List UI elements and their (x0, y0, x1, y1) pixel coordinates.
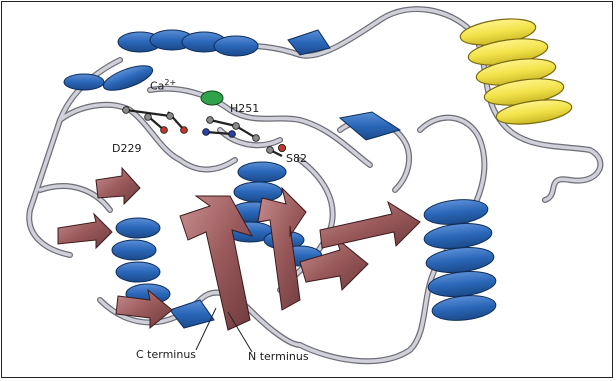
asp-atom-2 (145, 114, 152, 121)
his-atom-1 (207, 117, 214, 124)
his-nitrogen-1 (203, 129, 210, 136)
asp-label: D229 (112, 142, 141, 155)
left-blue-helix (64, 61, 400, 140)
n-terminus-label: N terminus (248, 350, 309, 363)
his-atom-3 (253, 135, 260, 142)
c-terminus-label: C terminus (136, 348, 196, 361)
his-nitrogen-2 (229, 131, 236, 138)
right-blue-helix (423, 197, 497, 324)
asp-atom-1 (123, 107, 130, 114)
his-atom-2 (233, 123, 240, 130)
yellow-alpha-helix (459, 15, 573, 128)
asp-oxygen-2 (181, 127, 188, 134)
his-label: H251 (230, 102, 259, 115)
ser-label: S82 (286, 152, 307, 165)
asp-atom-3 (167, 113, 174, 120)
calcium-label: Ca2+ (150, 78, 176, 93)
ser-atom (267, 147, 274, 154)
top-blue-helix (118, 30, 330, 56)
asp-oxygen-1 (161, 127, 168, 134)
ser-oxygen (278, 144, 285, 151)
calcium-ion (201, 91, 223, 105)
